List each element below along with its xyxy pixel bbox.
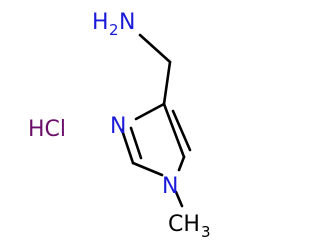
structure-diagram: H 2 N N N CH 3 HCl (28, 10, 211, 241)
ring-n1-label: N (162, 174, 178, 199)
ring-n3-label: N (110, 114, 126, 139)
bond-c2-n1 (131, 161, 164, 177)
amine-n-label: N (119, 10, 135, 35)
bond-c4-n3 (134, 102, 166, 121)
hcl-label: HCl (28, 117, 66, 142)
bond-n1-methyl (174, 190, 184, 208)
bond-c4-c5-inner (171, 109, 192, 152)
bond-c5-n1 (177, 155, 186, 172)
bond-n3-c2-inner (129, 126, 143, 160)
bond-ch2-c4 (162, 60, 172, 106)
bond-c4-c5 (162, 102, 186, 159)
bonds (120, 33, 192, 208)
bond-n3-c2 (120, 128, 135, 165)
amine-h-count: 2 (109, 21, 119, 39)
amine-h-label: H (92, 10, 109, 35)
molecule-drawing: H 2 N N N CH 3 HCl (28, 10, 211, 241)
methyl-label: CH (168, 212, 200, 237)
bond-n-ch2 (138, 33, 172, 64)
methyl-h-count: 3 (201, 223, 211, 241)
